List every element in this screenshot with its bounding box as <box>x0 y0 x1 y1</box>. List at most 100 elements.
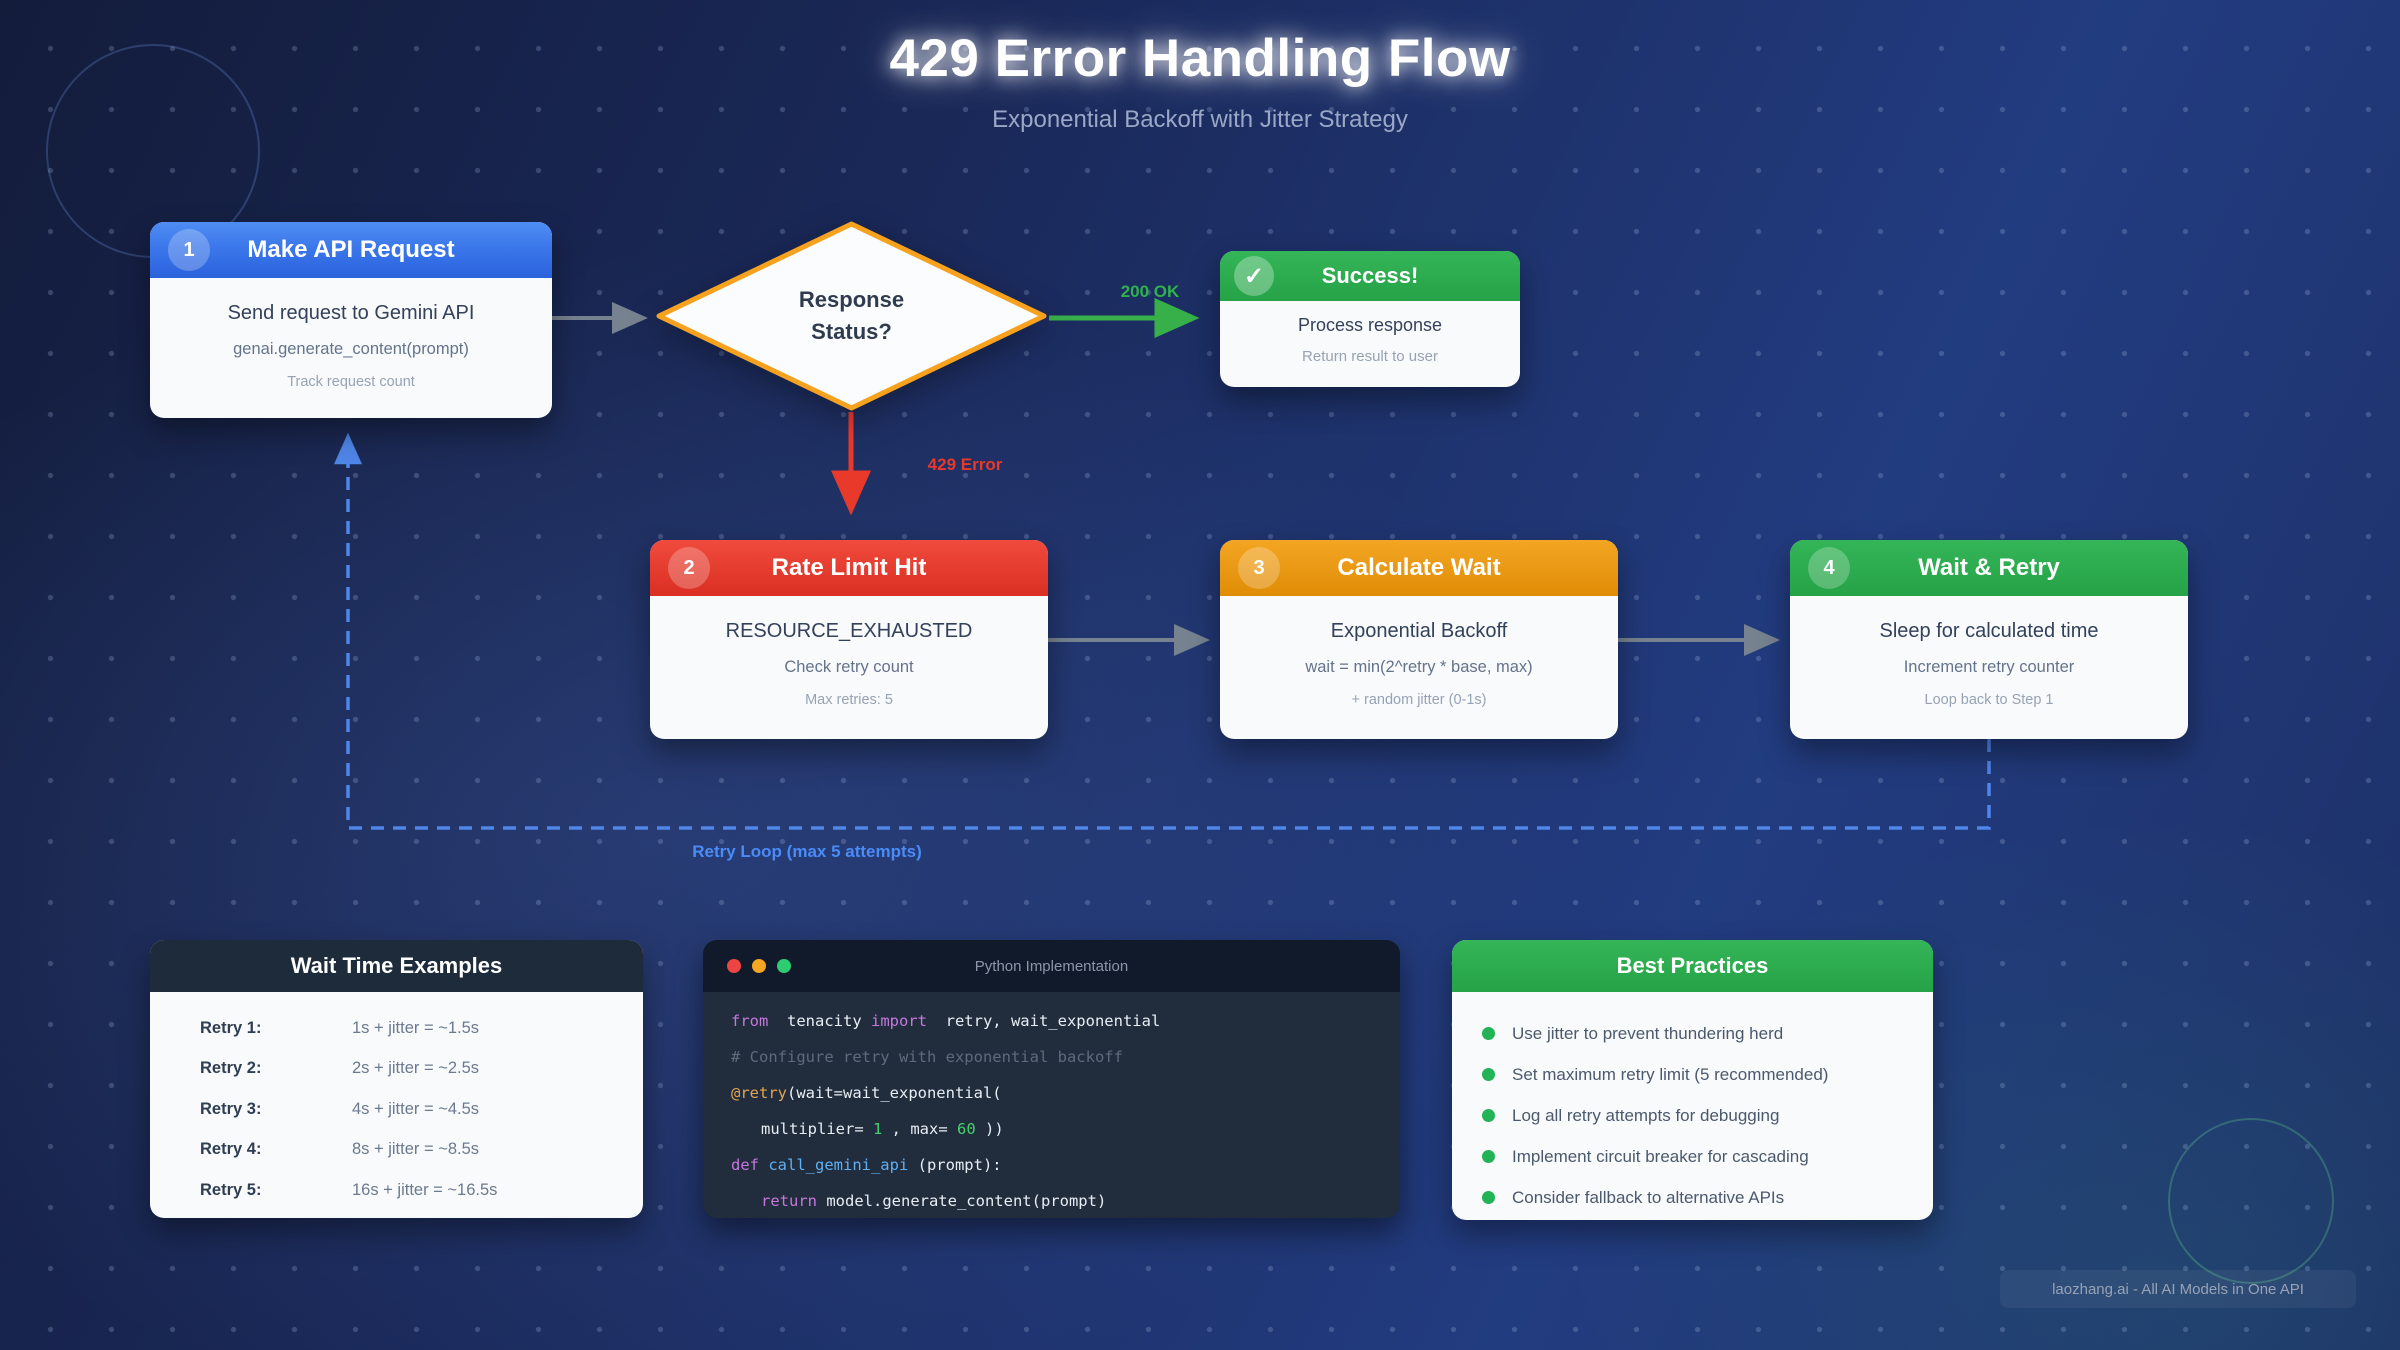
code-line: @retry(wait=wait_exponential( <box>731 1075 1400 1111</box>
step4-card: 4 Wait & Retry Sleep for calculated time… <box>1790 540 2188 739</box>
step4-body: Sleep for calculated time Increment retr… <box>1790 596 2188 708</box>
retry-value: 4s + jitter = ~4.5s <box>352 1099 480 1118</box>
retry-label: Retry 5: <box>200 1180 262 1199</box>
wait-time-row: Retry 1: 1s + jitter = ~1.5s <box>150 1008 643 1049</box>
code-token-pl: (prompt): <box>917 1156 1002 1174</box>
step3-line2: wait = min(2^retry * base, max) <box>1305 658 1533 676</box>
code-token-pl: (wait=wait_exponential( <box>787 1084 1002 1102</box>
green-traffic-light-icon <box>777 959 791 973</box>
edge-label-429-error: 429 Error <box>927 455 1003 474</box>
code-line: multiplier= 1 , max= 60 )) <box>731 1111 1400 1147</box>
retry-value: 1s + jitter = ~1.5s <box>352 1018 480 1037</box>
step3-card: 3 Calculate Wait Exponential Backoff wai… <box>1220 540 1618 739</box>
code-token-dec: @retry <box>731 1084 787 1102</box>
best-practice-text: Consider fallback to alternative APIs <box>1512 1187 1785 1207</box>
step1-title: Make API Request <box>247 236 455 263</box>
code-token-pl: )) <box>975 1120 1004 1138</box>
step1-line3: Track request count <box>287 374 415 390</box>
code-token-com: # Configure retry with exponential backo… <box>731 1048 1123 1066</box>
wait-time-row: Retry 4: 8s + jitter = ~8.5s <box>150 1130 643 1171</box>
page-title: 429 Error Handling Flow <box>889 29 1511 88</box>
code-token-kw: def <box>731 1156 769 1174</box>
retry-label: Retry 2: <box>200 1059 262 1078</box>
step1-body: Send request to Gemini API genai.generat… <box>150 278 552 390</box>
step2-card: 2 Rate Limit Hit RESOURCE_EXHAUSTED Chec… <box>650 540 1048 739</box>
best-practice-item: Set maximum retry limit (5 recommended) <box>1482 1054 1905 1095</box>
wait-time-examples-card: Wait Time Examples Retry 1: 1s + jitter =… <box>150 940 643 1218</box>
best-practice-text: Use jitter to prevent thundering herd <box>1512 1023 1784 1043</box>
retry-label: Retry 3: <box>200 1099 262 1118</box>
best-practice-item: Consider fallback to alternative APIs <box>1482 1177 1905 1218</box>
code-token-kw: return <box>761 1192 827 1210</box>
page-subtitle: Exponential Backoff with Jitter Strategy <box>992 106 1408 133</box>
code-line: def call_gemini_api (prompt): <box>731 1147 1400 1183</box>
retry-label: Retry 1: <box>200 1018 262 1037</box>
step4-line3: Loop back to Step 1 <box>1924 692 2054 708</box>
code-token-pl: model.generate_content(prompt) <box>826 1192 1107 1210</box>
yellow-traffic-light-icon <box>752 959 766 973</box>
retry-value: 8s + jitter = ~8.5s <box>352 1140 480 1159</box>
best-practices-title: Best Practices <box>1616 953 1769 978</box>
code-token-pl: multiplier= <box>761 1120 873 1138</box>
step2-header: 2 Rate Limit Hit <box>650 540 1048 596</box>
success-line1: Process response <box>1297 315 1443 335</box>
success-line2: Return result to user <box>1302 348 1438 365</box>
code-window: Python Implementation from tenacity impo… <box>703 940 1400 1218</box>
decision-label: Response Status? <box>654 220 1049 412</box>
code-token-kw: from <box>731 1012 769 1030</box>
decorative-circle-bottom-right <box>2168 1118 2334 1284</box>
code-token-num: 1 <box>872 1120 883 1138</box>
code-window-title: Python Implementation <box>974 957 1129 975</box>
wait-time-examples-title: Wait Time Examples <box>290 953 503 978</box>
success-card: ✓ Success! Process response Return resul… <box>1220 251 1520 387</box>
step1-line1: Send request to Gemini API <box>227 302 475 324</box>
step2-body: RESOURCE_EXHAUSTED Check retry count Max… <box>650 596 1048 708</box>
code-token-fn: call_gemini_api <box>768 1156 918 1174</box>
step4-header: 4 Wait & Retry <box>1790 540 2188 596</box>
success-body: Process response Return result to user <box>1220 301 1520 365</box>
wait-time-examples-header: Wait Time Examples <box>150 940 643 992</box>
step1-line2: genai.generate_content(prompt) <box>233 340 469 358</box>
best-practice-item: Use jitter to prevent thundering herd <box>1482 1013 1905 1054</box>
success-title: Success! <box>1321 263 1419 288</box>
step3-body: Exponential Backoff wait = min(2^retry *… <box>1220 596 1618 708</box>
decision-diamond-shape <box>656 221 1047 411</box>
code-token-kw: import <box>870 1012 927 1030</box>
step2-number-badge: 2 <box>668 547 710 589</box>
code-token-pl: tenacity <box>768 1012 871 1030</box>
best-practice-item: Implement circuit breaker for cascading <box>1482 1136 1905 1177</box>
code-token-num: 60 <box>956 1120 976 1138</box>
bullet-dot-icon <box>1482 1068 1495 1081</box>
red-traffic-light-icon <box>727 959 741 973</box>
step4-line2: Increment retry counter <box>1903 658 2075 676</box>
watermark-badge: laozhang.ai - All AI Models in One API <box>2000 1270 2356 1308</box>
step3-line3: + random jitter (0-1s) <box>1351 692 1487 708</box>
step3-title: Calculate Wait <box>1337 554 1501 581</box>
step2-line1: RESOURCE_EXHAUSTED <box>725 620 973 642</box>
wait-time-row: Retry 2: 2s + jitter = ~2.5s <box>150 1049 643 1090</box>
code-token-pl: retry, wait_exponential <box>926 1012 1161 1030</box>
code-token-pl: , max= <box>882 1120 957 1138</box>
step4-number-badge: 4 <box>1808 547 1850 589</box>
retry-loop-dashed-arrow <box>334 432 1991 830</box>
code-line: return model.generate_content(prompt) <box>731 1183 1400 1219</box>
retry-label: Retry 4: <box>200 1140 262 1159</box>
code-line: # Configure retry with exponential backo… <box>731 1039 1400 1075</box>
watermark-text: laozhang.ai - All AI Models in One API <box>2052 1280 2304 1298</box>
decision-label-line2: Status? <box>811 319 892 344</box>
retry-value: 2s + jitter = ~2.5s <box>352 1059 480 1078</box>
step1-card: 1 Make API Request Send request to Gemin… <box>150 222 552 418</box>
step2-title: Rate Limit Hit <box>771 554 927 581</box>
bullet-dot-icon <box>1482 1027 1495 1040</box>
bullet-dot-icon <box>1482 1191 1495 1204</box>
step3-number-badge: 3 <box>1238 547 1280 589</box>
check-icon: ✓ <box>1234 256 1274 296</box>
wait-time-row: Retry 3: 4s + jitter = ~4.5s <box>150 1089 643 1130</box>
wait-time-row: Retry 5:16s + jitter = ~16.5s <box>150 1170 643 1211</box>
best-practices-card: Best Practices Use jitter to prevent thu… <box>1452 940 1933 1220</box>
step4-line1: Sleep for calculated time <box>1879 620 2099 642</box>
traffic-lights <box>727 959 802 973</box>
